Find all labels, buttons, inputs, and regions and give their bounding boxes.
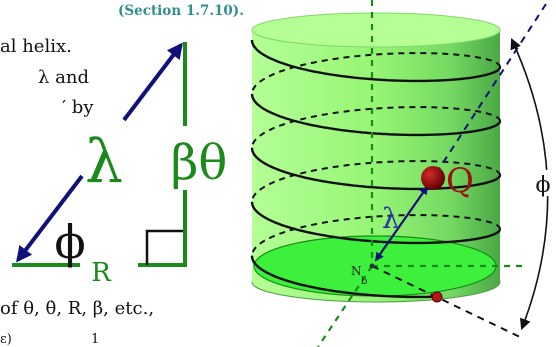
- helix-front-segment: [250, 93, 502, 137]
- point-q-sphere: [421, 166, 445, 190]
- depth-axis: [317, 265, 373, 347]
- helix-front-segment: [250, 40, 502, 83]
- helix-back-segment: [251, 160, 501, 202]
- angle-label: ϕ: [54, 215, 85, 269]
- triangle-diagram: λ βθ R ϕ: [12, 42, 227, 288]
- helix-end-point: [431, 291, 443, 303]
- helix-front-segment: [250, 255, 436, 299]
- hypotenuse-arrow-lower: [16, 174, 84, 263]
- base-point-subscript: b: [361, 276, 367, 287]
- angle-label-background: [533, 170, 553, 196]
- radius-arrow: [374, 185, 429, 262]
- base-point-marker: [369, 263, 375, 269]
- text-line-2: λ and: [38, 67, 89, 88]
- point-q-label: Q: [446, 161, 474, 201]
- radius-label: λ: [382, 202, 400, 235]
- right-angle-marker: [145, 229, 183, 265]
- bottom-text-line: of θ, θ̇, R, β, etc.,: [0, 298, 154, 319]
- vertical-side-label: βθ: [171, 135, 228, 191]
- cylinder-diagram: Q λ N b ϕ: [250, 0, 553, 347]
- helix-front-segment: [250, 201, 502, 245]
- helix-back-segment: [251, 106, 501, 148]
- base-side-label: R: [91, 258, 112, 288]
- base-projection-line: [371, 265, 521, 338]
- cylinder-top: [251, 12, 501, 48]
- hypotenuse-label: λ: [85, 127, 123, 197]
- bottom-fragment-index: 1: [91, 332, 99, 347]
- base-point-label: N: [351, 264, 362, 278]
- section-reference: (Section 1.7.10).: [118, 3, 244, 19]
- text-line-3: ′ by: [62, 97, 94, 118]
- cylinder-angle-label: ϕ: [536, 173, 551, 198]
- bottom-fragment-left: ɛ): [0, 332, 12, 347]
- text-line-1: al helix.: [0, 36, 72, 57]
- hypotenuse-arrow-upper: [122, 42, 183, 122]
